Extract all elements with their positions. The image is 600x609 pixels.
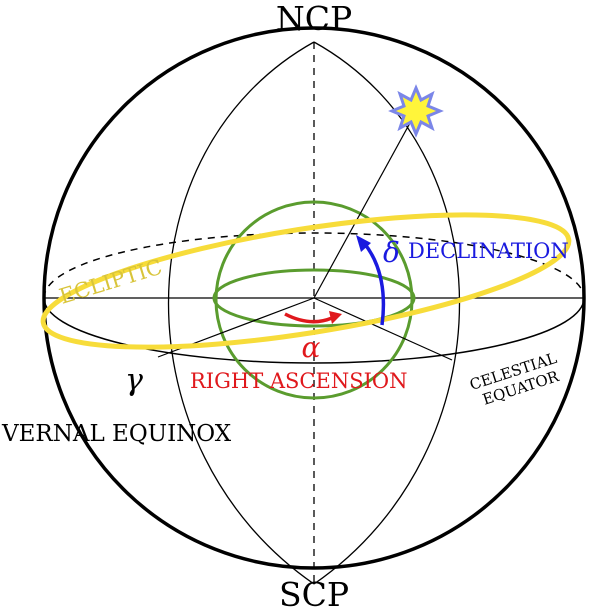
celestial-equator-front [43,297,585,364]
south-celestial-pole-label: SCP [279,575,349,609]
celestial-equator-label: CELESTIAL EQUATOR [467,349,561,409]
meridian-left [167,41,315,585]
north-celestial-pole-label: NCP [276,0,352,38]
declination-arc [362,241,386,326]
right-ascension-symbol: α [302,331,321,364]
earth-sphere [214,200,414,400]
right-ascension-arc [284,312,333,324]
celestial-equator-back [43,232,585,299]
right-ascension-label: RIGHT ASCENSION [190,369,407,393]
ecliptic-path [40,212,572,350]
right-ascension-arrowhead [329,311,342,324]
meridian-right [313,41,461,585]
declination-arrowhead [356,235,371,252]
earth-equator [212,268,416,328]
declination-symbol: δ [383,236,400,269]
line-to-star [313,111,417,299]
vernal-equinox-label: VERNAL EQUINOX [1,421,232,447]
declination-label: DECLINATION [408,239,569,263]
line-to-star-projection [313,297,453,361]
vernal-equinox-symbol: γ [125,363,143,398]
star-icon [388,84,444,138]
ecliptic-label: ECLIPTIC [56,255,165,309]
